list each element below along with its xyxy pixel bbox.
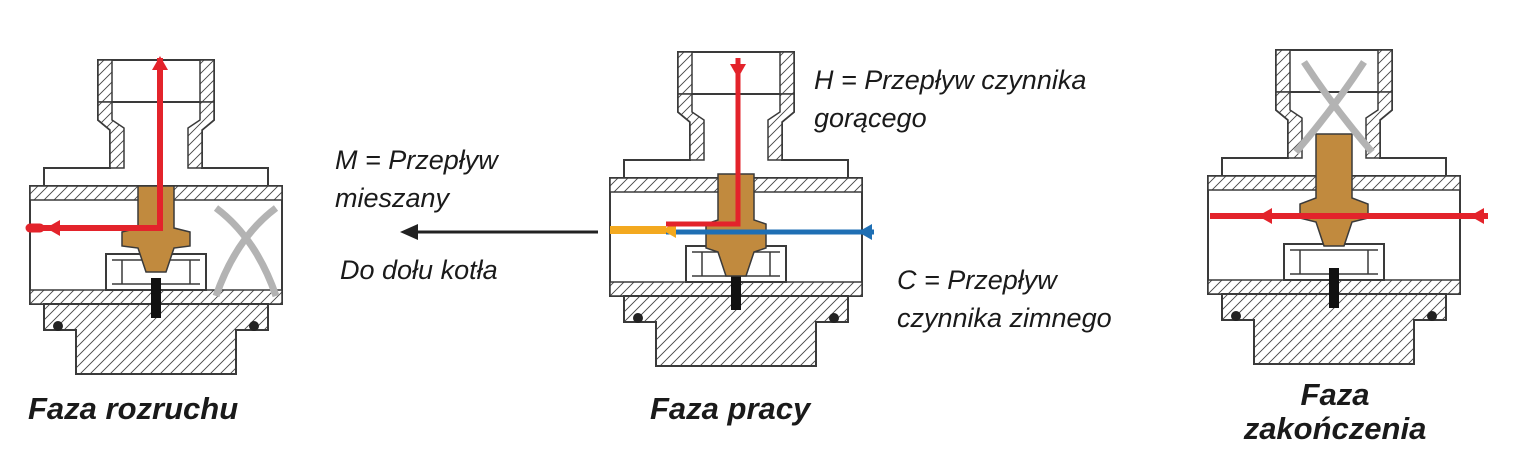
valve-completion [1207,49,1488,365]
phase-title-operation: Faza pracy [650,391,811,426]
hot-flow-label-line1: H = Przepływ czynnika [814,65,1087,95]
arrow-icon [400,224,418,240]
hot-flow-line [666,58,741,227]
arrow-icon [730,64,746,78]
hot-flow-line [36,58,163,231]
phase-title-startup: Faza rozruchu [28,391,239,426]
arrow-icon [46,220,60,236]
x-cross-icon [1293,60,1375,155]
cold-flow-label-line1: C = Przepływ [897,265,1057,295]
valve-startup [25,56,283,375]
outlet-arrow [400,224,598,240]
mixed-flow-label-line2: mieszany [335,183,450,213]
arrow-icon [1470,208,1484,224]
x-cross-icon [212,205,280,298]
cold-flow-label-line2: czynnika zimnego [897,303,1112,333]
mixed-flow-label-line1: M = Przepływ [335,145,498,175]
to-boiler-label: Do dołu kotła [340,255,498,285]
arrow-icon [858,224,872,240]
hot-flow-label-line2: gorącego [814,103,927,133]
arrow-icon [152,56,168,70]
arrow-icon [1258,208,1272,224]
phase-title-completion-line2: zakończenia [1243,411,1427,446]
valve-operation [609,51,874,367]
phase-title-completion-line1: Faza [1300,377,1370,412]
